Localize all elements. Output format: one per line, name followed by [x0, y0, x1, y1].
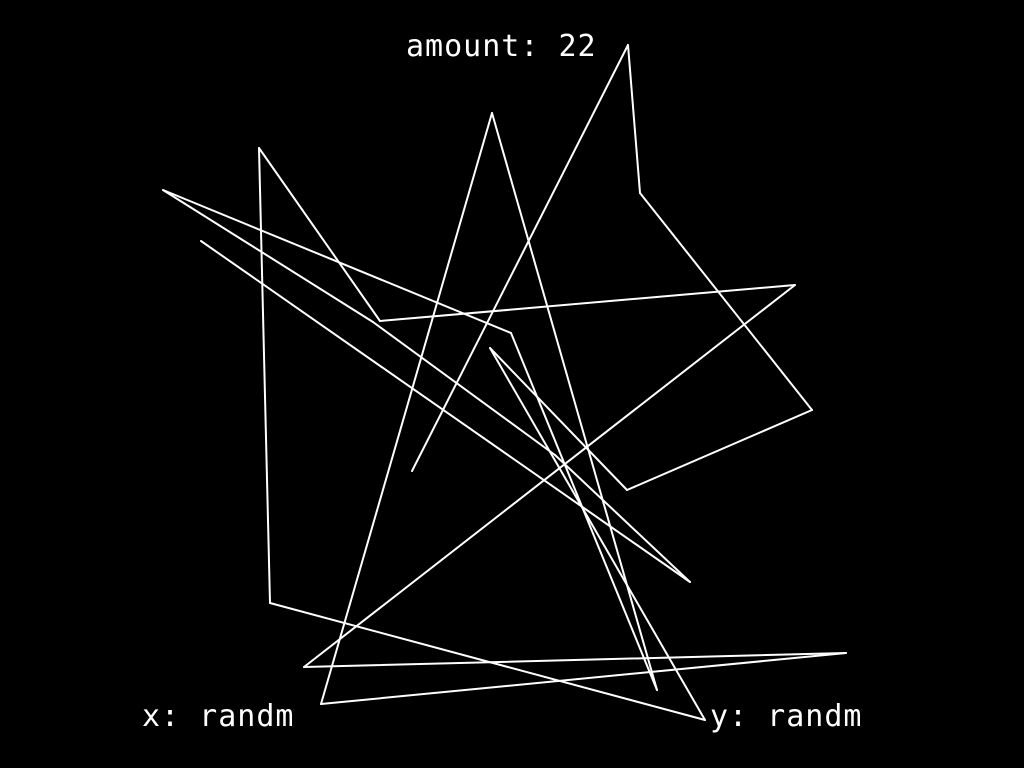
- polyline-segment: [200, 240, 691, 583]
- polyline-segment: [379, 284, 796, 322]
- polyline-segment: [639, 192, 813, 411]
- polyline-segment: [269, 602, 706, 721]
- polyline-segment: [626, 409, 813, 491]
- polyline-segment: [258, 147, 271, 604]
- y-mode-label: y: randm: [710, 699, 863, 734]
- polyline-segment: [303, 652, 847, 668]
- polyline-segment: [162, 189, 512, 334]
- x-mode-label: x: randm: [142, 699, 295, 734]
- polyline-segment: [489, 347, 706, 721]
- polyline-segment: [491, 112, 658, 691]
- amount-counter: amount: 22: [406, 29, 597, 64]
- polyline-segment: [162, 189, 374, 323]
- polyline-segment: [372, 321, 556, 456]
- polyline-segment: [320, 652, 847, 705]
- polyline-segment: [320, 112, 493, 705]
- polyline-segment: [411, 44, 629, 472]
- polyline-segment: [554, 454, 691, 583]
- polyline-segment: [489, 347, 628, 491]
- polyline-segment: [258, 147, 381, 322]
- polyline-segment: [303, 284, 796, 668]
- polyline-segment: [627, 44, 641, 194]
